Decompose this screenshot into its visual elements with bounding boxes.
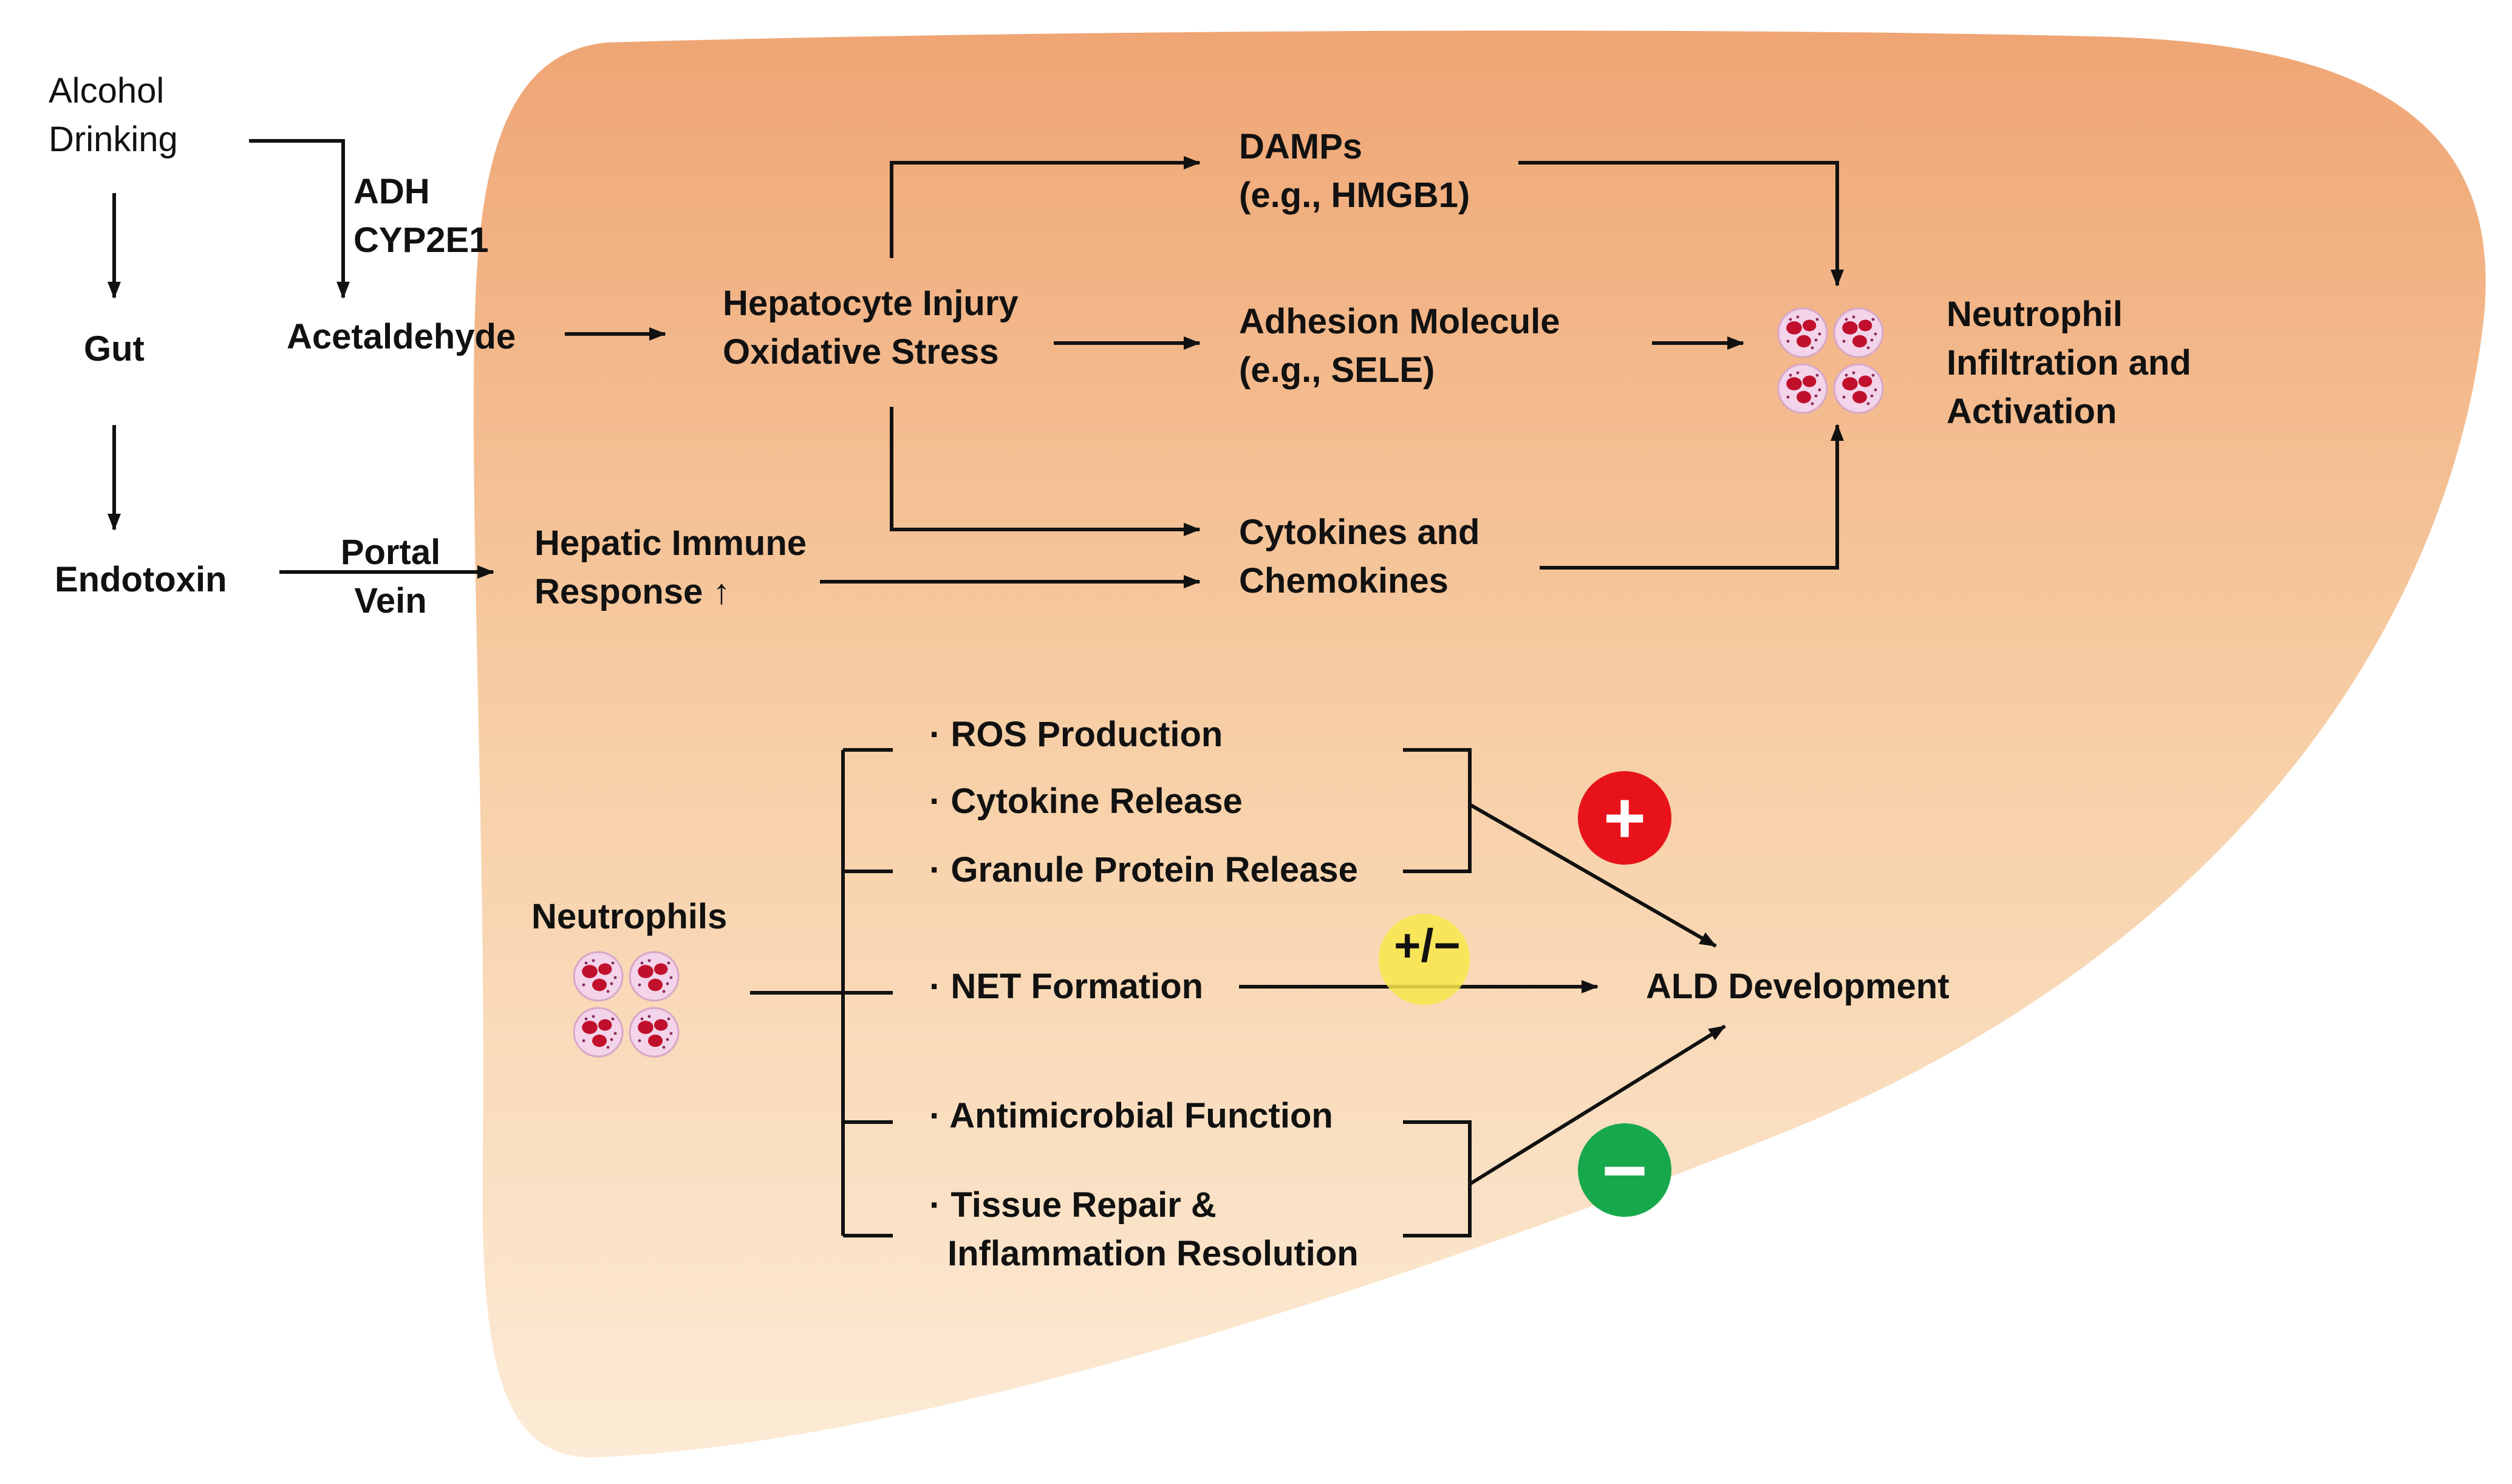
label-endotoxin: Endotoxin [55, 560, 227, 599]
neutrophil-cluster-bottom [573, 951, 680, 1058]
mixed-effect-label: +/− [1394, 920, 1461, 972]
alcohol-line-2: Drinking [49, 120, 178, 159]
label-hepatocyte-injury: Hepatocyte Injury Oxidative Stress [723, 279, 1019, 376]
label-acetaldehyde: Acetaldehyde [287, 317, 516, 356]
mixed-effect-icon [1379, 914, 1470, 1005]
infiltration-line-3: Activation [1947, 392, 2117, 431]
immune-line-2: Response ↑ [534, 572, 731, 611]
hep-injury-line-1: Hepatocyte Injury [723, 284, 1019, 323]
label-adh: ADH [353, 172, 430, 211]
infiltration-neutrophil-cell-3 [1777, 363, 1828, 414]
minus-effect-icon: − [1578, 1123, 1671, 1217]
arrow-minus-ald [1469, 1024, 1726, 1186]
infiltration-neutrophil-cell-4 [1833, 363, 1884, 414]
hep-injury-line-2: Oxidative Stress [723, 332, 999, 372]
arrow-plus-ald [1469, 803, 1717, 948]
neutrophil-cell-4 [629, 1007, 680, 1058]
plus-effect-icon: + [1578, 771, 1671, 865]
label-damps: DAMPs (e.g., HMGB1) [1239, 123, 1470, 220]
cytokines-line-1: Cytokines and [1239, 512, 1480, 552]
label-neutrophils: Neutrophils [531, 897, 728, 936]
label-adhesion-molecule: Adhesion Molecule (e.g., SELE) [1239, 298, 1560, 395]
label-gut: Gut [84, 329, 145, 369]
neutrophil-cell-2 [629, 951, 680, 1002]
infiltration-line-2: Infiltration and [1947, 343, 2191, 383]
arrow-damps-infiltration [1518, 161, 1844, 287]
function-granule-protein-release: · Granule Protein Release [929, 850, 1358, 890]
right-bracket-minus [1403, 1120, 1472, 1237]
arrow-alcohol-acetaldehyde [249, 139, 350, 299]
function-antimicrobial: · Antimicrobial Function [929, 1096, 1333, 1135]
cytokines-line-2: Chemokines [1239, 561, 1449, 601]
function-ros-production: · ROS Production [929, 715, 1223, 754]
label-hepatic-immune-response: Hepatic Immune Response ↑ [534, 519, 807, 616]
alcohol-line-1: Alcohol [49, 71, 165, 111]
damps-line-2: (e.g., HMGB1) [1239, 175, 1470, 215]
label-alcohol-drinking: Alcohol Drinking [49, 67, 178, 164]
function-tissue-repair: · Tissue Repair & [929, 1185, 1217, 1225]
arrow-cytokines-infiltration [1540, 424, 1844, 570]
infiltration-neutrophil-cell-1 [1777, 307, 1828, 358]
arrow-injury-cytokines [890, 407, 1201, 536]
neutrophil-cell-3 [573, 1007, 624, 1058]
neutrophil-cluster-top [1777, 307, 1884, 414]
infiltration-line-1: Neutrophil [1947, 294, 2123, 334]
right-bracket-plus [1403, 748, 1472, 873]
liver-shape [474, 30, 2486, 1458]
function-cytokine-release: · Cytokine Release [929, 781, 1243, 821]
neutrophil-cell-1 [573, 951, 624, 1002]
portal-line-2: Vein [354, 581, 427, 621]
arrow-injury-damps [890, 156, 1201, 258]
label-cytokines-chemokines: Cytokines and Chemokines [1239, 508, 1480, 605]
portal-line-1: Portal [340, 533, 441, 572]
label-portal-vein: Portal Vein [333, 528, 448, 625]
damps-line-1: DAMPs [1239, 127, 1363, 166]
infiltration-neutrophil-cell-2 [1833, 307, 1884, 358]
adhesion-line-1: Adhesion Molecule [1239, 302, 1560, 341]
immune-line-1: Hepatic Immune [534, 523, 807, 563]
label-cyp2e1: CYP2E1 [353, 220, 489, 260]
adhesion-line-2: (e.g., SELE) [1239, 350, 1435, 390]
function-inflammation-resolution: Inflammation Resolution [947, 1234, 1359, 1273]
function-net-formation: · NET Formation [929, 967, 1204, 1006]
label-neutrophil-infiltration: Neutrophil Infiltration and Activation [1947, 290, 2191, 436]
label-ald-development: ALD Development [1646, 967, 1950, 1006]
